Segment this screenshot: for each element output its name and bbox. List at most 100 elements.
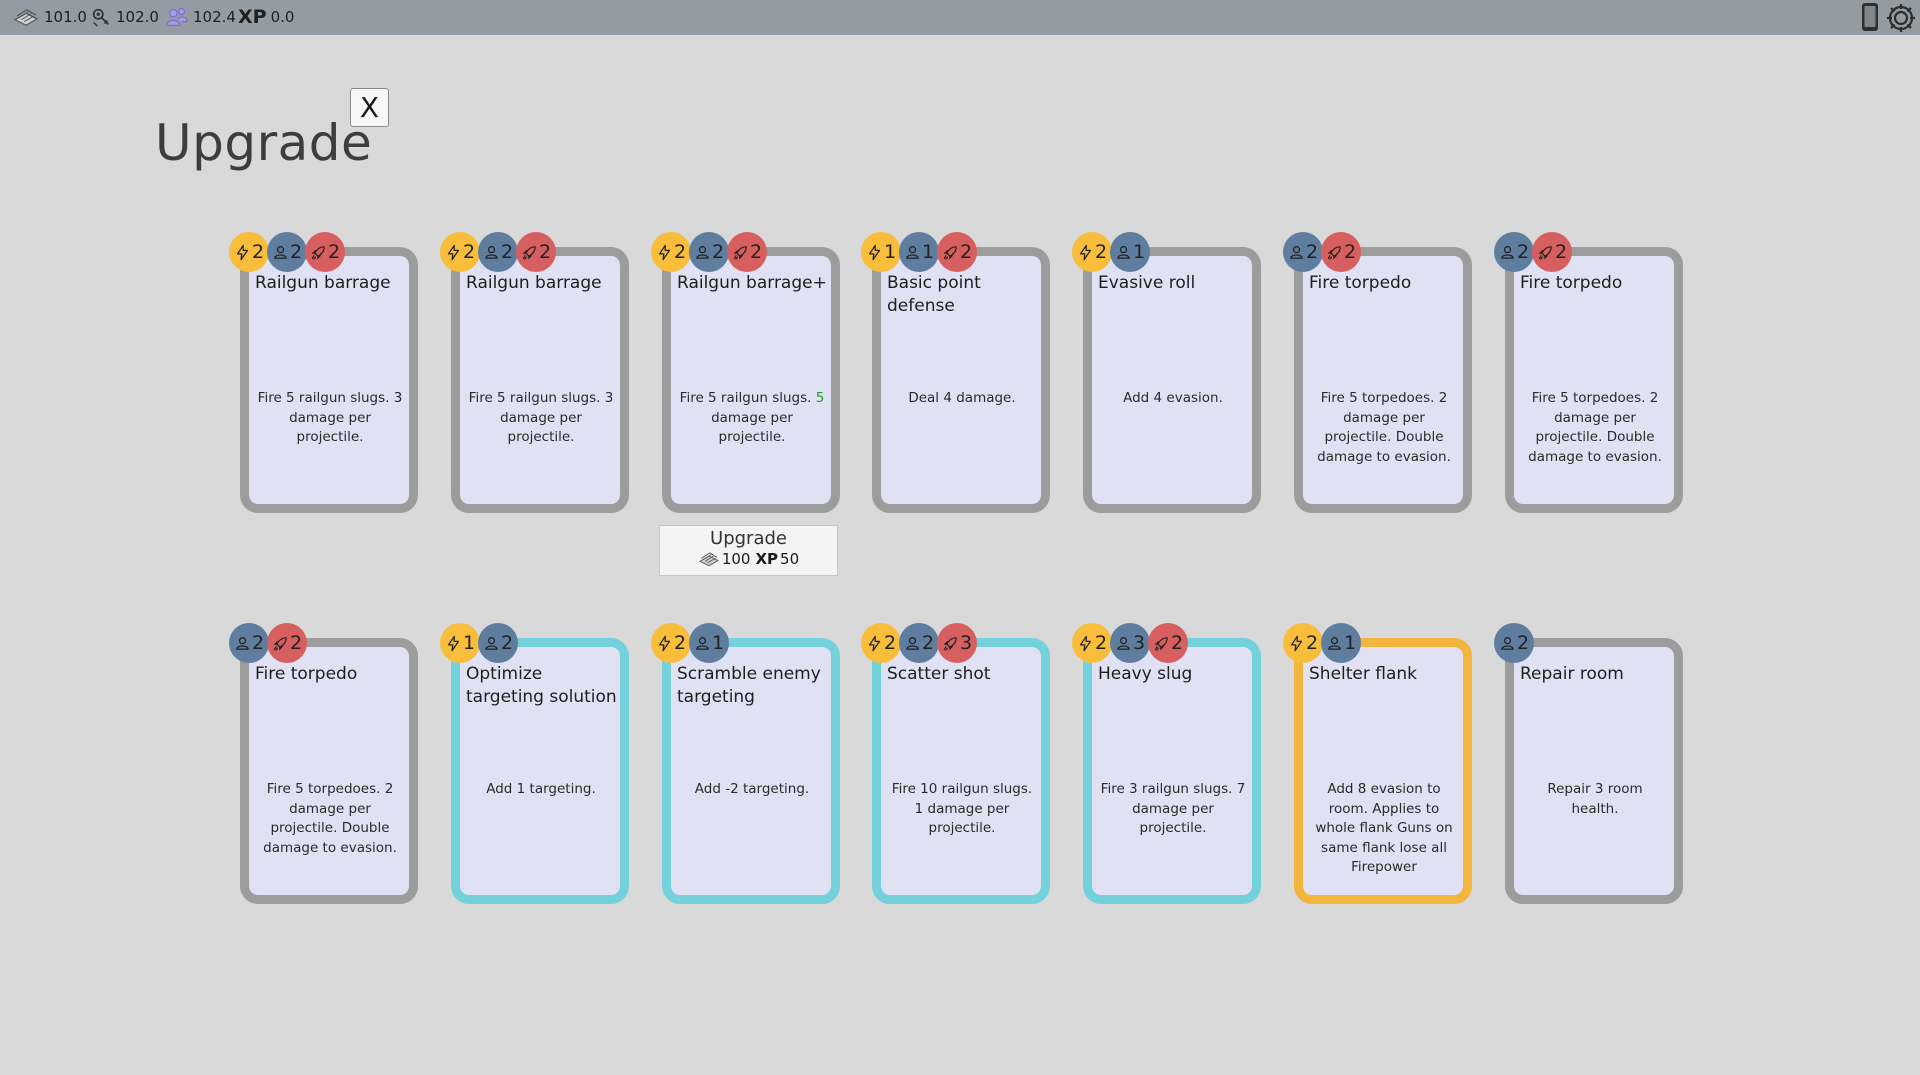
crew-cost-value: 2 (921, 632, 935, 654)
crew-cost-badge: 2 (478, 623, 518, 663)
metal-icon (12, 6, 40, 28)
rocket-icon (310, 244, 327, 261)
crew-resource: 102.4 (165, 6, 236, 28)
rocket-icon (272, 635, 289, 652)
card-description: Add 8 evasion to room. Applies to whole … (1315, 781, 1453, 875)
fire-cost-value: 2 (1170, 632, 1184, 654)
rocket-icon (732, 244, 749, 261)
gear-icon[interactable] (1884, 1, 1918, 35)
card-description: Fire 5 railgun slugs. 5 damage per proje… (679, 389, 825, 448)
metal-icon (698, 550, 720, 568)
crew-cost-badge: 1 (1321, 623, 1361, 663)
crew-cost-badge: 2 (1494, 232, 1534, 272)
crew-cost-value: 2 (1516, 632, 1530, 654)
crew-icon (166, 8, 188, 26)
upgrade-xp-cost: 50 (780, 550, 800, 568)
card-name: Fire torpedo (255, 664, 358, 684)
card-name: Scatter shot (887, 664, 991, 684)
card-name: Evasive roll (1098, 273, 1196, 293)
energy-cost-value: 2 (1094, 632, 1108, 654)
energy-cost-badge: 2 (229, 232, 269, 272)
energy-icon (656, 244, 673, 261)
card-name: Railgun barrage (255, 273, 391, 293)
parts-value: 102.0 (116, 8, 159, 26)
crew-cost-value: 2 (711, 241, 725, 263)
card-name: Railgun barrage+ (677, 273, 827, 293)
rocket-icon (1153, 635, 1170, 652)
crew-cost-value: 2 (500, 632, 514, 654)
crew-icon (234, 635, 251, 652)
fire-cost-badge: 2 (937, 232, 977, 272)
rocket-icon (942, 635, 959, 652)
crew-icon (694, 635, 711, 652)
upgrade-xp-label: XP (755, 550, 779, 568)
page-title: Upgrade (155, 114, 373, 172)
crew-cost-value: 2 (1516, 241, 1530, 263)
crew-cost-badge: 1 (689, 623, 729, 663)
fire-cost-badge: 2 (1321, 232, 1361, 272)
rocket-icon (942, 244, 959, 261)
crew-cost-value: 2 (1305, 241, 1319, 263)
energy-icon (445, 244, 462, 261)
fire-cost-badge: 2 (267, 623, 307, 663)
fire-cost-value: 2 (1554, 241, 1568, 263)
phone-icon[interactable] (1858, 1, 1882, 33)
energy-cost-value: 2 (1305, 632, 1319, 654)
energy-cost-value: 1 (462, 632, 476, 654)
card-name: Repair room (1520, 664, 1624, 684)
crew-cost-value: 1 (921, 241, 935, 263)
crew-cost-badge: 2 (1283, 232, 1323, 272)
energy-cost-badge: 1 (440, 623, 480, 663)
card-name: Fire torpedo (1520, 273, 1623, 293)
close-button[interactable]: X (350, 88, 389, 127)
card-description: Fire 10 railgun slugs. 1 damage per proj… (891, 781, 1033, 836)
energy-cost-badge: 2 (1072, 623, 1112, 663)
crew-cost-value: 2 (251, 632, 265, 654)
crew-cost-value: 2 (289, 241, 303, 263)
crew-cost-value: 3 (1132, 632, 1146, 654)
crew-icon (483, 244, 500, 261)
upgrade-button-label: Upgrade (710, 528, 787, 549)
crew-icon (1499, 635, 1516, 652)
card-description: Add 4 evasion. (1123, 390, 1223, 406)
parts-icon (92, 8, 109, 27)
card-name: Basic point defense (887, 273, 981, 316)
fire-cost-value: 2 (538, 241, 552, 263)
energy-cost-badge: 2 (651, 623, 691, 663)
energy-icon (866, 635, 883, 652)
card-description: Fire 5 torpedoes. 2 damage per projectil… (1528, 390, 1662, 465)
crew-cost-badge: 1 (1110, 232, 1150, 272)
card-description-pre: Fire 5 railgun slugs. (679, 390, 816, 406)
fire-cost-value: 2 (749, 241, 763, 263)
metal-value: 101.0 (44, 8, 87, 26)
rocket-icon (1537, 244, 1554, 261)
top-bar: 101.0 102.0 102.4 XP 0.0 (0, 0, 1920, 35)
fire-cost-badge: 3 (937, 623, 977, 663)
card-description: Fire 3 railgun slugs. 7 damage per proje… (1100, 781, 1246, 836)
upgrade-button[interactable]: Upgrade 100 XP 50 (659, 525, 838, 576)
crew-icon (1115, 635, 1132, 652)
energy-cost-value: 2 (883, 632, 897, 654)
crew-cost-badge: 2 (899, 623, 939, 663)
card-name: Fire torpedo (1309, 273, 1412, 293)
crew-icon (1288, 244, 1305, 261)
card-description-hl: 5 (815, 390, 825, 406)
